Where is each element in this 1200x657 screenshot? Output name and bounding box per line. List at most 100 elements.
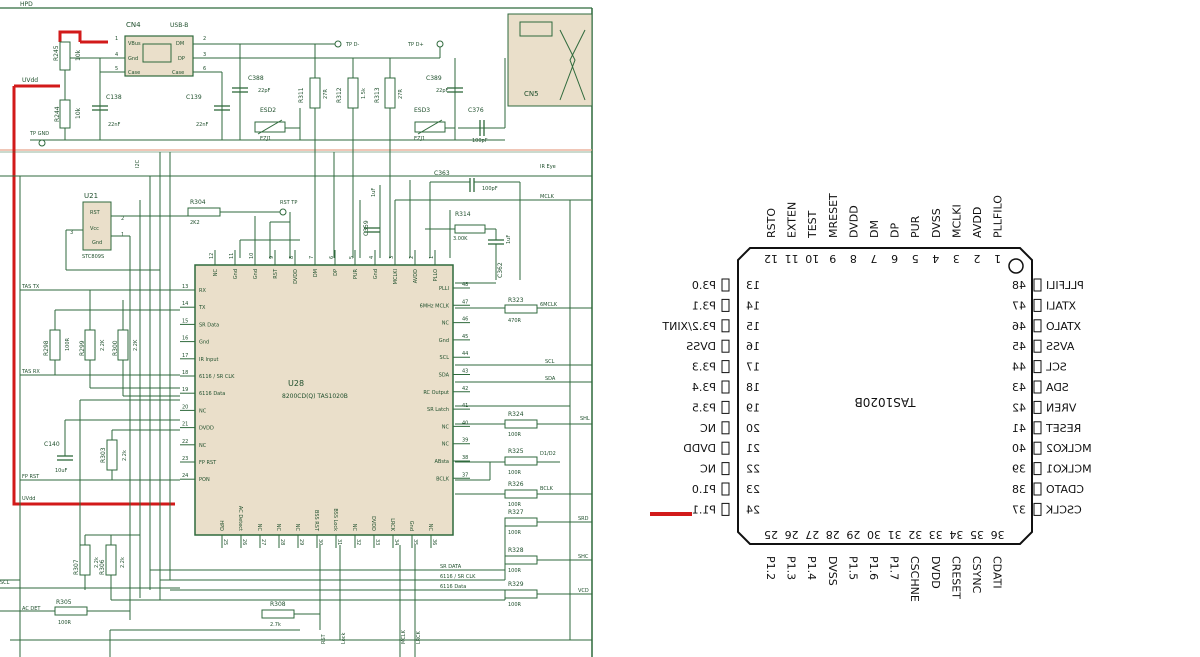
resistor-r298 [49,329,61,361]
red-pin-marker [650,512,692,516]
u28-pin-number: 30 [317,539,323,545]
pinout-top-pin-name: DP [889,223,902,238]
pinout-left-pin-name: P3.5 [692,401,716,414]
c359-val: 1uF [371,188,377,197]
u28-pin-label: NC [256,524,262,532]
svg-text:Case: Case [172,70,184,76]
svg-text:2: 2 [121,216,124,222]
u28-pin-number: 6 [329,256,335,259]
u28-pin-label: RC Output [423,390,449,396]
u28-pin-label: PLLI [439,286,449,292]
u28-pin-label: 6116 / SR CLK [199,374,235,380]
resistor-r245 [59,41,71,71]
u28-pin-number: 19 [182,387,188,393]
chip-body [737,247,1033,545]
chip-label: TAS1020B [855,395,917,409]
pinout-bottom-pin-name: DVSS [826,556,839,586]
pinout-top-pin-name: MCLKI [950,204,963,238]
tp-rst [279,208,287,216]
pinout-bottom-pin-name: P1.5 [846,556,859,580]
r306-val: 2.2k [120,557,126,568]
pinout-bottom-pin-number: 33 [929,528,943,541]
u28-pin-number: 28 [279,539,285,545]
u28-pin-number: 3 [389,256,395,259]
pinout-right-pin-number: 47 [1012,299,1026,312]
u28-pin-label: Gnd [233,269,239,279]
pinout-top-pin-name: PUR [909,215,922,238]
r298-ref: R298 [43,340,50,356]
r308-ref: R308 [270,601,286,608]
esd2-ref: ESD2 [260,107,276,114]
c363-val: 100pF [482,186,498,192]
resistor-r311 [309,77,321,109]
pinout-right-pin-pad [1033,421,1042,435]
resistor-r308 [261,609,295,619]
6116-data-label: 6116 Data [440,584,466,590]
fp-rst-label: FP RST [22,474,40,480]
resistor-r324 [504,419,538,429]
pinout-left-pin-pad [721,441,730,455]
scl-label: SCL [545,359,555,365]
u28-pin-label: NC [213,268,219,276]
u28-pin-number: 40 [462,420,468,426]
6mclk-label: 6MCLK [540,302,558,308]
u28-pin-label: AC Detect [237,506,243,531]
pinout-right-pin-number: 43 [1012,381,1026,394]
u28-pin-number: 5 [349,256,355,259]
sr-clk-label: 6116 / SR CLK [440,574,476,580]
pinout-top-pin-name: AVDD [971,207,984,238]
u28-pin-label: Gnd [199,340,209,346]
c362-val: 1uF [506,235,512,244]
r327-val: 100R [508,530,522,536]
pinout-top-pin-name: MRESET [827,193,840,238]
u28-pin-label: NC [275,524,281,532]
resistor-r325 [504,456,538,466]
r299-ref: R299 [79,340,86,356]
u28-pin-number: 34 [393,539,399,545]
pinout-bottom-pin-number: 26 [785,528,799,541]
u28-pin-number: 35 [412,539,418,545]
r300-ref: R300 [112,340,119,356]
c140-ref: C140 [44,441,60,448]
r307-val: 2.2k [94,557,100,568]
c139-ref: C139 [186,94,202,101]
r307-ref: R307 [73,559,80,575]
u28-pin-number: 39 [462,438,468,444]
pinout-left-pin-number: 17 [746,361,760,374]
rst-tp-label: RST TP [280,200,297,206]
c139-val: 22nF [196,122,209,128]
pinout-right-pin-number: 41 [1012,422,1026,435]
r312-ref: R312 [336,87,343,103]
pinout-top-pin-number: 10 [805,252,819,265]
schematic-panel: HPD CN4 USB-B VBus DM Gnd DP Case Case 1… [0,1,593,657]
srd-label: SRD [578,516,589,522]
pinout-left-pin-number: 22 [746,463,760,476]
pinout-left-pin-pad [721,421,730,435]
r298-val: 100R [65,337,71,351]
pinout-left-pin-name: P3.4 [692,381,716,394]
red-traced-wire [12,30,175,506]
u28-pin-label: PLLO [433,269,439,281]
u28-pin-number: 7 [309,256,315,259]
u28-pin-label: DP [333,269,339,276]
r303-val: 2.2k [122,450,128,461]
u28-pin-number: 42 [462,386,468,392]
u28-pin-label: PON [199,477,210,483]
u28-pin-label: IR Input [199,357,219,363]
u28-pin-label: DVDD [293,269,299,284]
u28-pin-number: 24 [182,473,188,479]
mclk-label: MCLK [540,194,555,200]
pinout-left-pin-name: NC [700,422,716,435]
pinout-bottom-pin-name: DVDD [929,556,942,589]
r300-val: 2.2K [133,339,139,351]
pinout-top-pin-name: PLLFILO [992,195,1005,238]
r244-val: 10k [75,107,82,119]
resistor-r329 [504,589,538,599]
pinout-right-pin-name: SDA [1046,381,1069,394]
u28-pin-number: 33 [374,539,380,545]
u28-pin-number: 2 [409,256,415,259]
svg-text:5: 5 [115,66,118,72]
svg-text:U28: U28 [288,379,304,388]
resistor-r326 [504,489,538,499]
